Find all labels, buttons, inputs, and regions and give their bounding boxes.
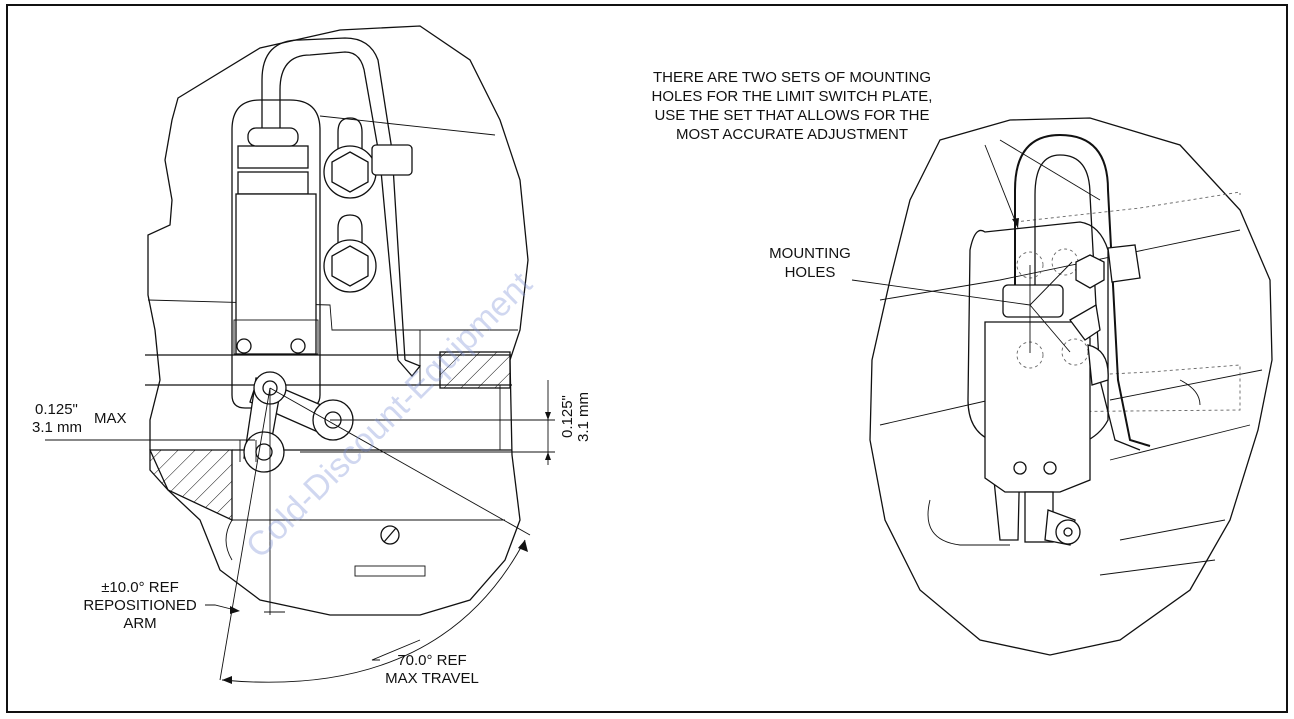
gland-nut-top: [237, 145, 309, 169]
dim-right-inches: 0.125": [559, 395, 576, 438]
repositioned-line-1: ±10.0° REF: [101, 579, 179, 596]
cable-gland: [247, 127, 299, 147]
hatched-block-left: [149, 449, 233, 522]
travel-arc: [221, 539, 526, 683]
right-mounting-bolt: [1075, 254, 1105, 289]
switch-screw-right: [290, 338, 306, 354]
cable-left: [261, 37, 406, 361]
mounting-holes-label: MOUNTING HOLES: [769, 245, 851, 281]
max-travel-line-2: MAX TRAVEL: [385, 670, 479, 687]
gland-nut-bottom: [237, 171, 309, 195]
switch-housing: [231, 99, 321, 409]
mounting-note: THERE ARE TWO SETS OF MOUNTING HOLES FOR…: [652, 69, 933, 143]
switch-screw-left: [236, 338, 252, 354]
dim-left-inches: 0.125": [35, 401, 78, 418]
right-housing-outline: [869, 117, 1273, 656]
left-detail: [45, 25, 555, 684]
max-travel-line-1: 70.0° REF: [397, 652, 466, 669]
dimension-right-label: 0.125" 3.1 mm: [559, 392, 592, 442]
right-cable-clamp: [1107, 244, 1141, 283]
left-housing-outline: [147, 25, 529, 616]
cable-clamp: [371, 144, 413, 176]
mounting-note-line-3: USE THE SET THAT ALLOWS FOR THE: [654, 107, 929, 124]
repositioned-line-3: ARM: [123, 615, 156, 632]
dimension-left-label: 0.125" 3.1 mm MAX: [32, 401, 127, 436]
repositioned-arm-label: ±10.0° REF REPOSITIONED ARM: [83, 579, 197, 632]
dim-right-mm: 3.1 mm: [575, 392, 592, 442]
mounting-holes-line-2: HOLES: [785, 264, 836, 281]
mounting-note-line-4: MOST ACCURATE ADJUSTMENT: [676, 126, 908, 143]
u-cable-outer: [1014, 133, 1151, 447]
dim-left-mm: 3.1 mm: [32, 419, 82, 436]
mounting-note-line-1: THERE ARE TWO SETS OF MOUNTING: [653, 69, 931, 86]
max-travel-label: 70.0° REF MAX TRAVEL: [385, 652, 479, 687]
right-detail: [851, 117, 1273, 656]
hatched-block-right: [439, 351, 511, 389]
mounting-note-line-2: HOLES FOR THE LIMIT SWITCH PLATE,: [652, 88, 933, 105]
mounting-holes-line-1: MOUNTING: [769, 245, 851, 262]
switch-body: [235, 193, 317, 355]
dim-left-max: MAX: [94, 410, 127, 427]
right-gland: [1002, 284, 1064, 318]
repositioned-line-2: REPOSITIONED: [83, 597, 197, 614]
right-switch-body: [984, 321, 1091, 493]
